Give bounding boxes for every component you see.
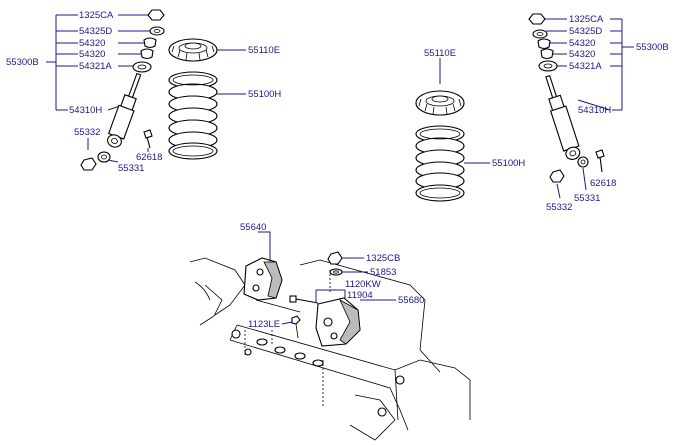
bushing-icon [540,48,554,60]
frame-bracket-assembly [189,231,471,441]
label-bracket-small-bolt: 1123LE [248,319,280,330]
bolt-icon [595,149,605,173]
retainer-icon [538,60,558,72]
retainer-icon [132,61,152,73]
label-bracket-bolt-2: 11904 [347,290,373,301]
bushing-icon [537,38,551,50]
label-right-bolt: 62618 [590,178,616,189]
bushing-icon [143,37,157,49]
label-bracket-left: 55640 [240,222,266,233]
label-left-absorber: 54310H [69,105,102,116]
coil-spring-icon [415,125,465,202]
label-bracket-washer: 51853 [370,267,396,278]
washer-icon [149,26,165,36]
bushing-icon [140,48,154,60]
label-right-lower-washer: 55331 [574,193,600,204]
label-right-retainer: 54321A [569,61,602,72]
label-left-spring: 55100H [248,89,281,100]
label-right-absorber: 54310H [578,105,611,116]
label-left-lower-washer: 55331 [118,163,144,174]
nut-icon [528,13,546,25]
label-left-bushing-1: 54320 [79,38,105,49]
bracket-left-icon [243,257,283,301]
label-right-lower-nut: 55332 [546,202,572,213]
label-left-lower-nut: 55332 [74,127,100,138]
label-left-group: 55300B [6,57,39,68]
label-right-nut: 1325CA [569,14,604,25]
nut-icon [327,251,343,265]
label-left-nut: 1325CA [79,10,114,21]
nut-icon [147,9,165,21]
label-left-washer-top: 54325D [79,26,112,37]
shock-absorber-icon [107,72,142,148]
washer-icon [97,151,111,163]
nut-icon [80,157,97,171]
right-shock-assembly [528,13,634,199]
left-spring-assembly [168,38,246,160]
label-bracket-nut: 1325CB [366,253,400,264]
right-spring-assembly [415,58,490,202]
washer-icon [329,268,343,276]
washer-icon [577,156,589,168]
label-left-bushing-2: 54320 [79,49,105,60]
label-bracket-right: 55680 [398,295,424,306]
spring-seat-icon [168,38,218,62]
label-right-washer-top: 54325D [569,26,602,37]
bolt-icon [289,295,319,304]
shock-absorber-icon [545,74,581,160]
small-bolt-icon [291,315,301,339]
spring-seat-icon [415,90,465,116]
label-right-spring: 55100H [492,158,525,169]
bracket-right-icon [315,297,361,347]
coil-spring-icon [168,71,218,160]
nut-icon [549,169,565,183]
label-left-spring-seat: 55110E [248,45,280,56]
bolt-icon [143,129,153,149]
label-left-retainer: 54321A [79,61,112,72]
left-shock-assembly [46,9,165,171]
label-right-bushing-1: 54320 [569,38,595,49]
label-bracket-bolt-1: 1120KW [345,279,381,290]
label-right-group: 55300B [636,42,669,53]
label-right-spring-seat: 55110E [424,48,456,59]
washer-icon [532,29,548,39]
label-left-bolt: 62618 [136,152,162,163]
label-right-bushing-2: 54320 [569,49,595,60]
